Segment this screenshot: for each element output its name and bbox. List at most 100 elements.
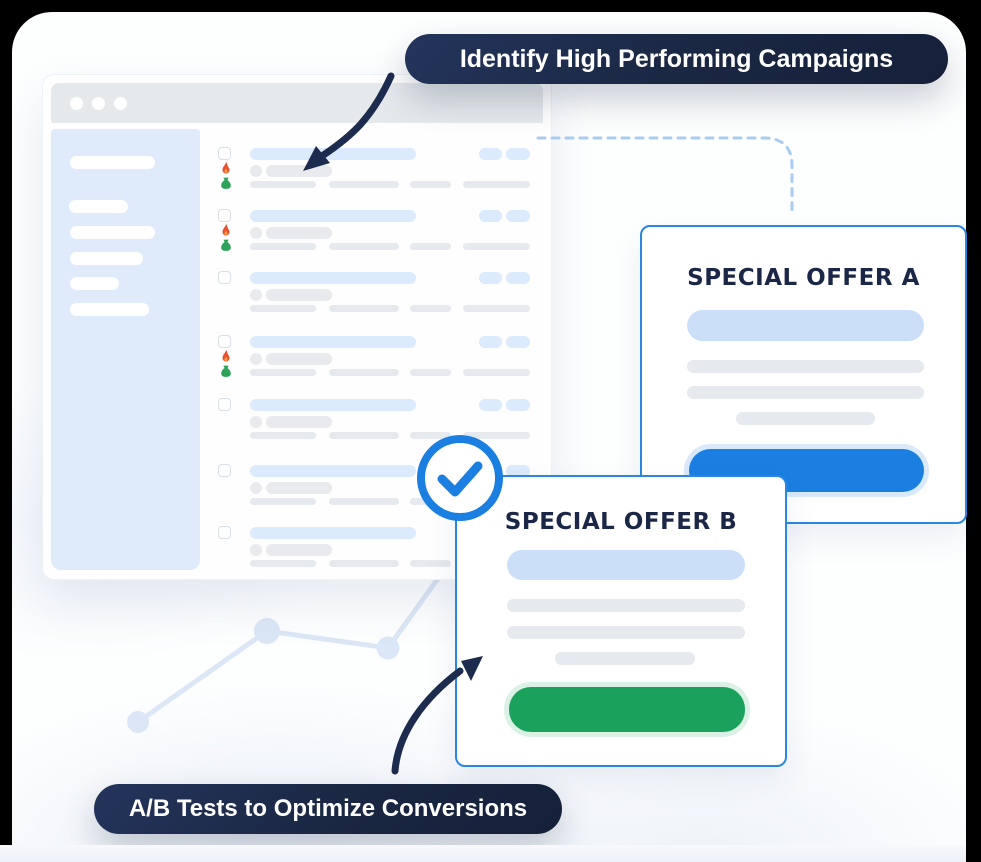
sidebar-item-placeholder <box>70 277 119 290</box>
subtitle-placeholder <box>266 482 332 494</box>
sparkline-dot <box>254 618 280 644</box>
campaign-row <box>218 335 533 380</box>
sparkline-dot <box>376 636 400 660</box>
row-checkbox[interactable] <box>218 335 231 348</box>
meta-bar <box>329 560 399 567</box>
offer-b-title: SPECIAL OFFER B <box>504 509 738 535</box>
meta-bar <box>329 369 399 376</box>
subtitle-placeholder <box>266 289 332 301</box>
meta-bar <box>250 305 316 312</box>
meta-bar <box>410 305 451 312</box>
sparkline-dot <box>127 711 149 733</box>
sidebar-item-placeholder <box>70 252 143 265</box>
top-annotation-badge: Identify High Performing Campaigns <box>405 34 948 84</box>
metric-pill <box>506 148 530 160</box>
avatar-dot <box>250 416 262 428</box>
metric-pill <box>506 399 530 411</box>
meta-bar <box>250 181 316 188</box>
next-section-edge <box>0 845 966 862</box>
meta-bar <box>463 305 530 312</box>
campaign-title-placeholder <box>250 210 416 222</box>
subtitle-placeholder <box>266 416 332 428</box>
avatar-dot <box>250 482 262 494</box>
avatar-dot <box>250 544 262 556</box>
window-control-dot[interactable] <box>92 96 105 110</box>
campaign-row <box>218 147 533 192</box>
money-bag-icon <box>221 177 231 189</box>
offer-text-placeholder <box>736 412 875 425</box>
row-checkbox[interactable] <box>218 209 231 222</box>
meta-bar <box>463 181 530 188</box>
campaign-title-placeholder <box>250 272 416 284</box>
meta-bar <box>250 243 316 250</box>
subtitle-placeholder <box>266 227 332 239</box>
money-bag-icon <box>221 365 231 377</box>
offer-text-placeholder <box>555 652 695 665</box>
meta-bar <box>410 243 451 250</box>
money-bag-icon <box>221 239 231 251</box>
subtitle-placeholder <box>266 165 332 177</box>
metric-pill <box>506 336 530 348</box>
window-control-dot[interactable] <box>114 96 127 110</box>
campaign-row <box>218 271 533 316</box>
metric-pill <box>506 272 530 284</box>
meta-bar <box>410 560 451 567</box>
metric-pill <box>479 210 502 222</box>
meta-bar <box>463 369 530 376</box>
meta-bar <box>329 498 399 505</box>
sidebar-item-placeholder <box>69 200 128 213</box>
offer-a-title: SPECIAL OFFER A <box>687 265 920 291</box>
sidebar-item-placeholder <box>70 226 155 239</box>
check-icon <box>437 461 483 497</box>
row-checkbox[interactable] <box>218 398 231 411</box>
sidebar-item-placeholder <box>70 156 155 169</box>
campaign-title-placeholder <box>250 336 416 348</box>
meta-bar <box>329 243 399 250</box>
campaign-title-placeholder <box>250 399 416 411</box>
meta-bar <box>410 369 451 376</box>
meta-bar <box>410 181 451 188</box>
offer-card-a: SPECIAL OFFER A <box>640 225 967 524</box>
avatar-dot <box>250 165 262 177</box>
offer-headline-placeholder <box>507 550 745 580</box>
browser-titlebar <box>51 83 543 123</box>
avatar-dot <box>250 227 262 239</box>
avatar-dot <box>250 353 262 365</box>
subtitle-placeholder <box>266 544 332 556</box>
campaign-row <box>218 398 533 443</box>
offer-text-placeholder <box>687 386 924 399</box>
offer-text-placeholder <box>687 360 924 373</box>
row-checkbox[interactable] <box>218 271 231 284</box>
sparkline-path <box>136 564 450 725</box>
row-checkbox[interactable] <box>218 147 231 160</box>
bottom-annotation-badge: A/B Tests to Optimize Conversions <box>94 784 562 834</box>
check-stroke <box>437 461 483 497</box>
sparkline-dots <box>127 618 400 733</box>
offer-b-cta-button[interactable] <box>509 687 745 732</box>
meta-bar <box>410 432 451 439</box>
row-checkbox[interactable] <box>218 526 231 539</box>
bottom-arrow-icon <box>391 667 464 775</box>
offer-headline-placeholder <box>687 310 924 341</box>
meta-bar <box>329 432 399 439</box>
metric-pill <box>479 399 502 411</box>
metric-pill <box>506 210 530 222</box>
offer-text-placeholder <box>507 599 745 612</box>
sidebar <box>51 129 200 570</box>
avatar-dot <box>250 289 262 301</box>
campaign-title-placeholder <box>250 527 416 539</box>
flame-icon <box>222 162 230 174</box>
metric-pill <box>479 272 502 284</box>
flame-icon <box>222 350 230 362</box>
metric-pill <box>479 336 502 348</box>
dashed-connector <box>536 136 794 213</box>
metric-pill <box>506 465 530 477</box>
metric-pill <box>479 148 502 160</box>
row-checkbox[interactable] <box>218 464 231 477</box>
offer-card-b: SPECIAL OFFER B <box>455 475 787 767</box>
check-circle <box>417 435 503 521</box>
subtitle-placeholder <box>266 353 332 365</box>
meta-bar <box>463 432 530 439</box>
meta-bar <box>250 369 316 376</box>
window-control-dot[interactable] <box>70 96 83 110</box>
